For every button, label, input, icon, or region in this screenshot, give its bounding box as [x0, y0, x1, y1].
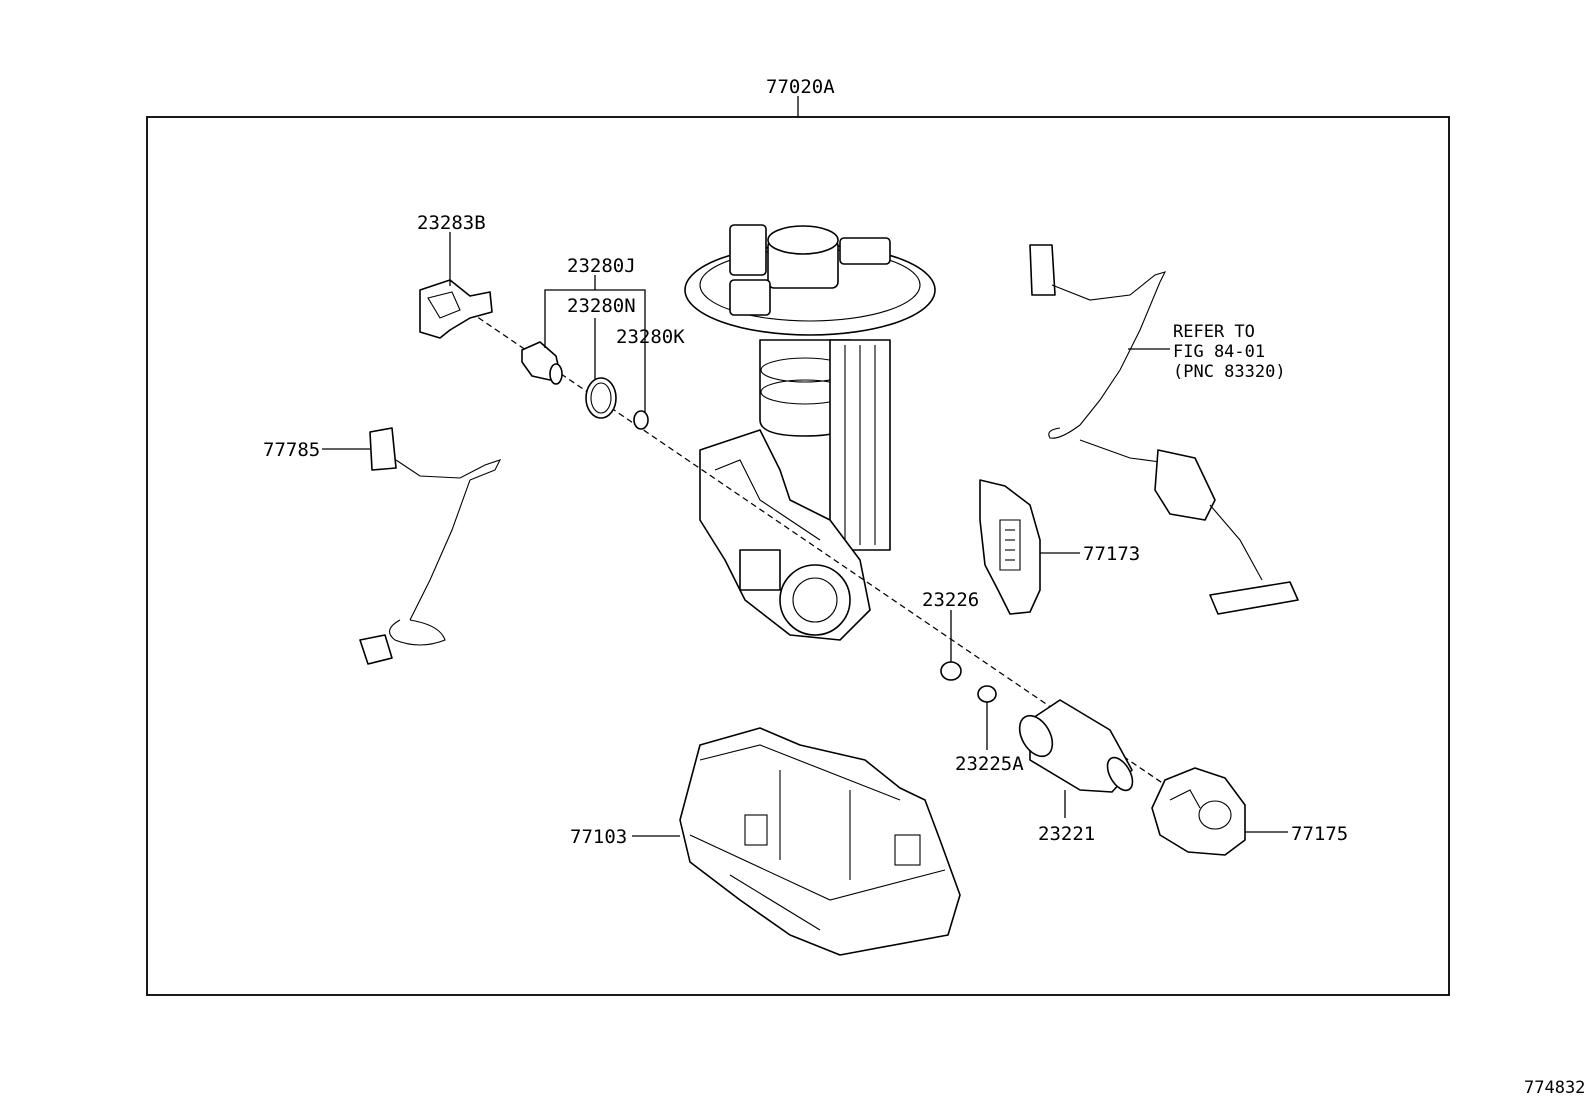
label-77103[interactable]: 77103	[570, 826, 627, 848]
part-23280j-illustration	[521, 341, 563, 385]
wiring-harness-illustration	[1029, 244, 1299, 615]
part-77785-illustration	[359, 427, 502, 665]
reference-note-line-1: REFER TO	[1173, 322, 1255, 342]
reference-note-line-2: FIG 84-01	[1173, 342, 1265, 362]
label-77175[interactable]: 77175	[1291, 823, 1348, 845]
label-23280n[interactable]: 23280N	[567, 295, 636, 317]
label-23226[interactable]: 23226	[922, 589, 979, 611]
label-77020a[interactable]: 77020A	[766, 76, 835, 98]
label-77785[interactable]: 77785	[263, 439, 320, 461]
part-77103-illustration	[679, 727, 961, 956]
part-23283b-illustration	[419, 279, 493, 339]
part-23280n-illustration	[585, 377, 617, 419]
part-77173-illustration	[979, 479, 1041, 615]
label-23280k[interactable]: 23280K	[616, 326, 685, 348]
part-23221-illustration	[1018, 699, 1134, 793]
label-23221[interactable]: 23221	[1038, 823, 1095, 845]
reference-note-line-3: (PNC 83320)	[1173, 362, 1286, 382]
part-23280k-illustration	[633, 410, 649, 430]
label-23283b[interactable]: 23283B	[417, 212, 486, 234]
part-23225a-illustration	[977, 685, 997, 703]
part-77175-illustration	[1151, 767, 1246, 856]
fuel-pump-body-illustration	[684, 224, 936, 641]
figure-number: 774832	[1524, 1078, 1585, 1098]
part-23226-illustration	[940, 661, 962, 681]
label-23225a[interactable]: 23225A	[955, 753, 1024, 775]
label-77173[interactable]: 77173	[1083, 543, 1140, 565]
label-23280j[interactable]: 23280J	[567, 255, 636, 277]
